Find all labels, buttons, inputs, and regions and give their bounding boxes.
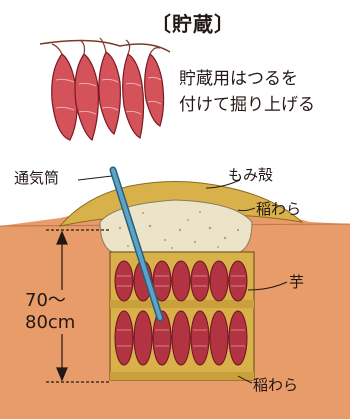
stored-sweet-potatoes bbox=[114, 260, 248, 366]
depth-line-1: 70〜 bbox=[23, 290, 78, 312]
label-depth: 70〜 80cm bbox=[23, 290, 78, 334]
label-potato: 芋 bbox=[289, 273, 305, 291]
note-line-1: 貯蔵用はつるを bbox=[179, 69, 298, 89]
label-straw-top: 稲わら bbox=[256, 200, 302, 218]
hanging-note: 貯蔵用はつるを 付けて掘り上げる bbox=[179, 66, 315, 118]
depth-arrow bbox=[46, 229, 110, 383]
depth-line-2: 80cm bbox=[23, 312, 78, 334]
vine bbox=[39, 39, 171, 53]
hanging-sweet-potatoes bbox=[51, 51, 165, 142]
diagram-title: 〔貯蔵〕 bbox=[151, 12, 235, 36]
note-line-2: 付けて掘り上げる bbox=[179, 95, 315, 115]
label-rice-husk: もみ殻 bbox=[228, 166, 274, 184]
label-ventilation-pipe: 通気筒 bbox=[14, 169, 60, 187]
label-straw-bottom: 稲わら bbox=[253, 376, 299, 394]
